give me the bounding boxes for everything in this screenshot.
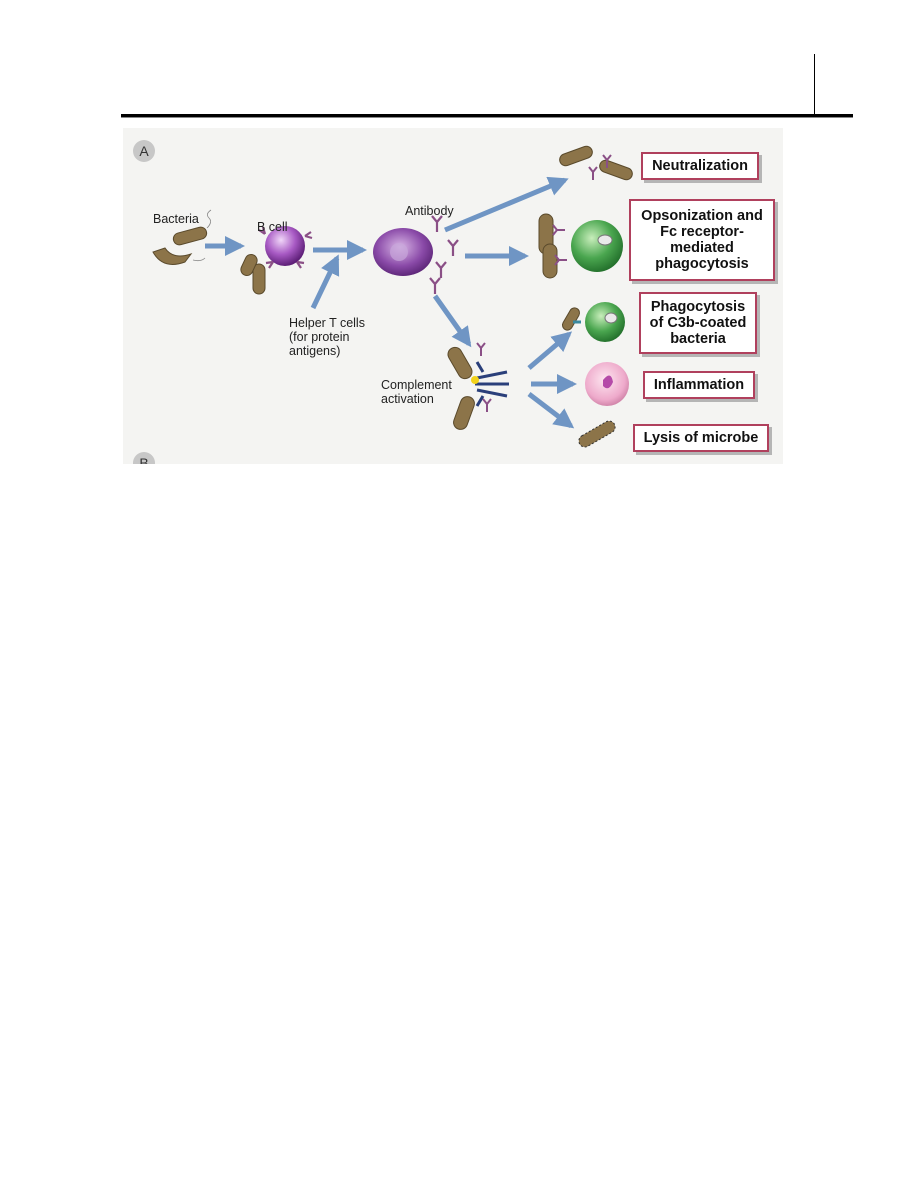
- antibody: [435, 261, 447, 278]
- opsonization-box: Opsonization and Fc receptor- mediated p…: [629, 199, 775, 281]
- neutralization-bacteria: [559, 145, 633, 181]
- phagocyte-vacuole: [604, 312, 618, 324]
- arrow-to-phagocytosis: [527, 331, 573, 370]
- header-rule: [121, 114, 853, 117]
- arrow-to-neutralization: [444, 176, 569, 233]
- bacterium: [542, 243, 558, 279]
- phagocyte-vacuole: [597, 234, 613, 246]
- bacterium: [447, 346, 473, 380]
- arrow-to-complement: [432, 294, 472, 348]
- antibody: [431, 215, 443, 232]
- phagocytosis-line: Phagocytosis: [650, 299, 746, 315]
- opsonization-line: Fc receptor-: [660, 224, 744, 240]
- header-vertical-line: [814, 54, 815, 114]
- phagocytosis-box: Phagocytosis of C3b-coated bacteria: [639, 292, 757, 354]
- bacterium: [599, 159, 633, 181]
- plasma-cell: [373, 228, 433, 276]
- helper-t-label-line: (for protein: [289, 330, 350, 344]
- bacteria-label: Bacteria: [153, 212, 199, 226]
- bacterium: [252, 263, 266, 295]
- opsonization-group: [538, 213, 623, 279]
- arrow-to-lysis: [527, 392, 575, 429]
- arrow-helper-t: [310, 254, 340, 310]
- b-cell: [240, 226, 313, 295]
- helper-t-cells-label: Helper T cells (for protein antigens): [289, 316, 365, 358]
- mast-cell: [585, 362, 629, 406]
- b-cell-body: [265, 226, 305, 266]
- complement-label-line: activation: [381, 392, 434, 406]
- phagocyte: [585, 302, 625, 342]
- panel-b-badge: B: [133, 452, 155, 464]
- inflammation-box: Inflammation: [643, 371, 755, 399]
- bacterium: [152, 247, 193, 265]
- b-cell-receptors: [258, 226, 313, 269]
- antibody-effector-functions-figure: A B Bacteria B cell Antibody Helper T ce…: [123, 128, 783, 464]
- phagocytosis-line: of C3b-coated: [649, 315, 747, 331]
- phagocytosis-line: bacteria: [670, 331, 726, 347]
- header-rule-shadow: [121, 117, 853, 118]
- antibody-label: Antibody: [405, 204, 454, 218]
- complement-label-line: Complement: [381, 378, 452, 392]
- bacterium: [559, 145, 593, 167]
- panel-a-badge: A: [133, 140, 155, 162]
- bacterium: [172, 226, 208, 246]
- helper-t-label-line: antigens): [289, 344, 341, 358]
- free-antibodies: [429, 215, 459, 294]
- bacterium: [562, 307, 580, 331]
- opsonization-line: phagocytosis: [655, 256, 749, 272]
- lysed-microbe: [578, 420, 616, 448]
- helper-t-label-line: Helper T cells: [289, 316, 365, 330]
- lysis-box: Lysis of microbe: [633, 424, 769, 452]
- complement-complex: [447, 342, 509, 430]
- neutralization-box: Neutralization: [641, 152, 759, 180]
- bacteria-left: [152, 209, 212, 265]
- antibody: [429, 277, 441, 294]
- phagocyte: [571, 220, 623, 272]
- plasma-cell-nucleus: [390, 243, 408, 261]
- complement-proteins: [475, 361, 509, 407]
- opsonization-line: mediated: [670, 240, 734, 256]
- b-cell-label: B cell: [257, 220, 288, 234]
- antibody: [447, 239, 459, 256]
- figure-illustration: [152, 145, 633, 448]
- phagocytosis-group: [562, 302, 625, 342]
- bacterium: [453, 396, 475, 430]
- complement-activation-label: Complement activation: [381, 378, 452, 406]
- bacterium: [240, 253, 258, 277]
- flow-arrows: [205, 176, 577, 429]
- opsonization-line: Opsonization and: [641, 208, 763, 224]
